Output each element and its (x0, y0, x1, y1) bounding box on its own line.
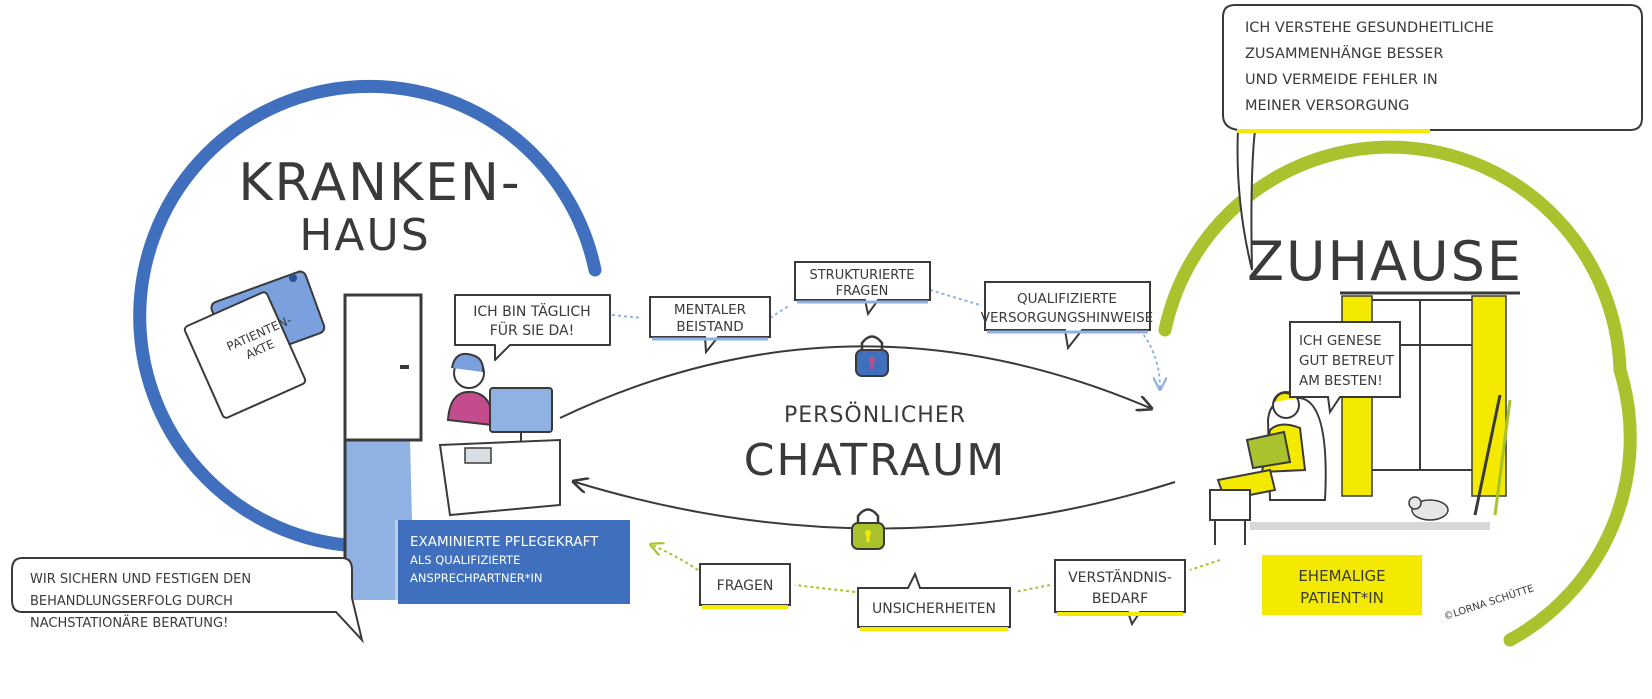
nurse-speech-bubble: ICH BIN TÄGLICH FÜR SIE DA! (454, 294, 611, 361)
hospital-scene: KRANKEN- HAUS PATIENTEN- AKTE (11, 79, 630, 644)
patient-bubble-line1: ICH GENESE (1299, 333, 1382, 349)
home-top-bubble: ICH VERSTEHE GESUNDHEITLICHE ZUSAMMENHÄN… (1222, 4, 1643, 271)
home-title: ZUHAUSE (1247, 230, 1523, 293)
chat-room: PERSÖNLICHER CHATRAUM MENTALER BEISTAND … (559, 261, 1221, 631)
hospital-title-line2: HAUS (299, 210, 430, 261)
topic-qualified-line2: VERSORGUNGSHINWEISE (981, 310, 1153, 326)
topic-understanding-line1: VERSTÄNDNIS- (1068, 568, 1172, 586)
topic-structured-questions: STRUKTURIERTE FRAGEN (794, 261, 931, 317)
top-bubble-line1: ICH VERSTEHE GESUNDHEITLICHE (1245, 20, 1494, 36)
patient-file-icon: PATIENTEN- AKTE (183, 270, 326, 419)
patient-role-line1: EHEMALIGE (1298, 567, 1385, 585)
topic-uncertainties-label: UNSICHERHEITEN (872, 601, 996, 617)
footer-bubble-line3: NACHSTATIONÄRE BERATUNG! (30, 615, 228, 631)
topic-mental-line1: MENTALER (674, 302, 746, 318)
top-bubble-line2: ZUSAMMENHÄNGE BESSER (1245, 44, 1443, 62)
door (343, 293, 423, 442)
lock-icon (855, 335, 889, 377)
nurse-bubble-line1: ICH BIN TÄGLICH (473, 302, 590, 320)
nurse-figure (446, 352, 494, 427)
arrow-to-home (559, 345, 1150, 419)
topic-need-for-understanding: VERSTÄNDNIS- BEDARF (1054, 559, 1186, 627)
hospital-footer-bubble: WIR SICHERN UND FESTIGEN DEN BEHANDLUNGS… (11, 557, 364, 644)
footer-bubble-line2: BEHANDLUNGSERFOLG DURCH (30, 594, 233, 609)
nurse-role-line2: ALS QUALIFIZIERTE (410, 553, 520, 567)
topic-understanding-line2: BEDARF (1092, 591, 1148, 607)
hospital-title-line1: KRANKEN- (238, 153, 521, 213)
chat-title-line2: CHATRAUM (744, 435, 1006, 486)
chat-title-line1: PERSÖNLICHER (784, 402, 966, 428)
footer-bubble-line1: WIR SICHERN UND FESTIGEN DEN (30, 572, 251, 587)
cat-icon (1408, 496, 1449, 521)
copyright-text: ©LORNA SCHÜTTE (1442, 581, 1535, 622)
topic-qualified-line1: QUALIFIZIERTE (1017, 291, 1117, 307)
nurse-role-box: EXAMINIERTE PFLEGEKRAFT ALS QUALIFIZIERT… (398, 520, 630, 604)
arrow-to-hospital (575, 482, 1176, 530)
patient-bubble-line3: AM BESTEN! (1299, 373, 1383, 389)
nurse-role-line3: ANSPRECHPARTNER*IN (410, 571, 543, 585)
patient-role-box: EHEMALIGE PATIENT*IN (1262, 555, 1422, 615)
hospital-circle (133, 79, 602, 552)
top-bubble-line4: MEINER VERSORGUNG (1245, 98, 1409, 114)
crutches-icon (1473, 394, 1512, 516)
top-bubble-line3: UND VERMEIDE FEHLER IN (1245, 72, 1438, 88)
patient-role-line2: PATIENT*IN (1300, 589, 1384, 607)
laptop (1245, 430, 1292, 470)
rug (1250, 522, 1490, 530)
topic-questions-label: FRAGEN (717, 578, 774, 594)
patient-figure (1209, 391, 1327, 545)
lock-icon (851, 508, 885, 550)
topic-structured-line2: FRAGEN (836, 284, 889, 299)
topic-mental-line2: BEISTAND (676, 319, 743, 335)
home-scene: ZUHAUSE (1158, 4, 1643, 647)
topic-mental-support: MENTALER BEISTAND (649, 296, 771, 355)
topic-uncertainties: UNSICHERHEITEN (857, 571, 1011, 631)
patient-bubble-line2: GUT BETREUT (1299, 353, 1395, 369)
topic-qualified-care-tips: QUALIFIZIERTE VERSORGUNGSHINWEISE (981, 281, 1153, 351)
nurse-role-line1: EXAMINIERTE PFLEGEKRAFT (410, 534, 599, 550)
monitor (489, 387, 553, 433)
topic-questions: FRAGEN (699, 563, 791, 609)
topic-structured-line1: STRUKTURIERTE (809, 268, 914, 283)
nurse-desk (438, 387, 561, 517)
nurse-bubble-line2: FÜR SIE DA! (490, 321, 575, 339)
patient-speech-bubble: ICH GENESE GUT BETREUT AM BESTEN! (1289, 321, 1401, 415)
